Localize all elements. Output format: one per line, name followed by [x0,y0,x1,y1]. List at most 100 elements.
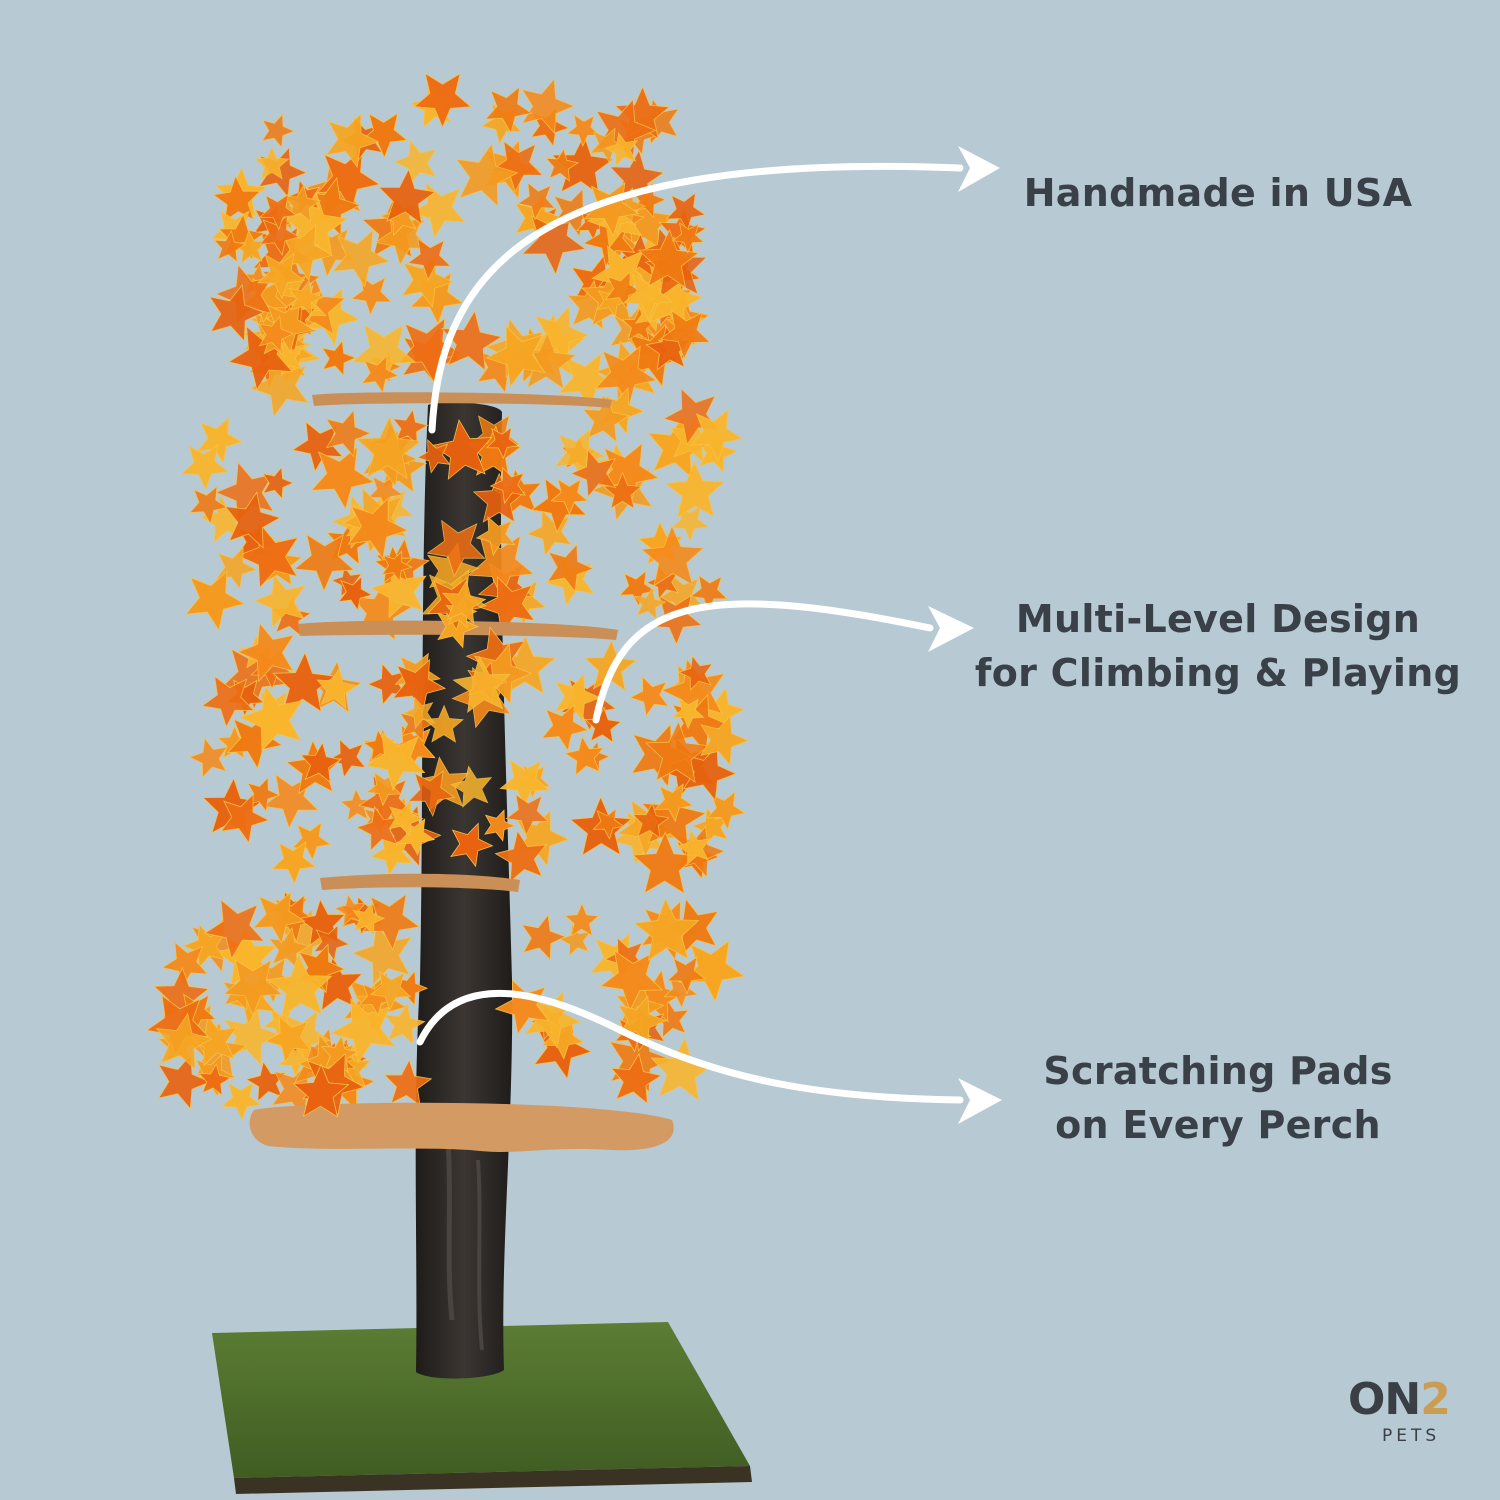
maple-leaf [633,897,700,962]
brand-mark-prefix: ON [1348,1374,1421,1425]
maple-leaf [310,446,375,510]
maple-leaf [261,113,296,149]
maple-leaf [361,355,400,394]
maple-leaf [545,147,580,182]
maple-leaf [184,570,246,632]
maple-leaf [604,131,639,167]
maple-leaf [437,604,480,649]
maple-leaf [441,579,487,625]
maple-leaf [215,546,258,590]
maple-leaf [257,253,306,300]
maple-leaf [467,535,535,600]
foliage [175,72,750,1119]
maple-leaf [490,140,544,193]
maple-leaf [249,356,309,418]
maple-leaf [254,146,290,180]
feature-multilevel: Multi-Level Design for Climbing & Playin… [958,592,1478,700]
maple-leaf [592,807,625,840]
maple-leaf [292,1063,350,1118]
maple-leaf [232,229,268,264]
maple-leaf [221,1082,262,1121]
maple-leaf [665,191,707,232]
maple-leaf [203,898,265,960]
arrow-heads [928,146,1002,1124]
maple-leaf [402,696,434,730]
maple-leaf [516,181,556,221]
maple-leaf [416,439,451,474]
maple-leaf [291,420,344,473]
maple-leaf [355,805,401,852]
maple-leaf [201,675,255,729]
brand-mark-accent: 2 [1420,1374,1451,1425]
maple-leaf [198,1063,232,1097]
maple-leaf [223,959,283,1017]
maple-leaf [521,913,567,961]
maple-leaf [196,416,244,464]
maple-leaf [632,802,670,840]
maple-leaf [239,685,304,752]
maple-leaf [245,776,281,813]
maple-leaf [431,418,493,480]
maple-leaf [640,525,705,587]
maple-leaf [220,793,270,844]
maple-leaf [327,738,367,779]
maple-leaf [452,655,511,714]
maple-leaf [267,953,333,1017]
maple-leaf [645,720,710,784]
maple-leaf [475,516,516,557]
maple-leaf [666,956,706,995]
maple-leaf [566,114,601,147]
maple-leaf [288,279,324,317]
maple-leaf [633,586,667,620]
arrowhead-1 [958,146,1000,192]
maple-leaf [236,622,295,683]
maple-leaf [337,575,373,612]
arrowhead-3 [958,1078,1002,1124]
maple-leaf [316,667,358,709]
maple-leaf [602,471,643,510]
maple-leaf [541,703,589,752]
maple-leaf [332,229,391,288]
maple-leaf [271,841,317,885]
maple-leaf [583,182,640,237]
maple-leaf [569,449,617,498]
maple-leaf [599,949,664,1012]
maple-leaf [367,474,404,510]
maple-leaf [654,783,694,823]
maple-leaf [449,765,493,808]
maple-leaf [351,324,416,386]
maple-leaf [678,654,714,691]
maple-leaf [188,737,229,779]
maple-leaf [676,829,711,865]
maple-leaf [381,550,413,583]
maple-leaf [610,1052,663,1105]
maple-leaf [550,478,589,516]
maple-leaf [671,222,705,254]
maple-leaf [299,741,342,784]
foliage-front [145,418,746,1121]
maple-leaf [455,142,519,208]
maple-leaf [621,307,657,342]
maple-leaf [566,279,617,330]
maple-leaf [595,345,658,408]
maple-leaf [383,1002,426,1045]
maple-leaf [657,573,704,620]
turf-base [212,1322,752,1494]
feature-scratching: Scratching Pads on Every Perch [958,1044,1478,1152]
maple-leaf [689,408,743,462]
maple-leaf [355,415,422,480]
maple-leaf [320,1035,359,1073]
maple-leaf [450,822,494,868]
maple-leaf [224,491,282,549]
maple-leaf [662,387,720,446]
maple-leaf [440,309,503,372]
maple-leaf [564,902,600,937]
maple-leaf [257,315,295,354]
maple-leaf [489,466,526,505]
feature-handmade: Handmade in USA [958,166,1478,220]
maple-leaf [352,902,386,936]
maple-leaf [212,175,262,223]
maple-leaf [670,505,709,542]
maple-leaf [393,139,437,185]
